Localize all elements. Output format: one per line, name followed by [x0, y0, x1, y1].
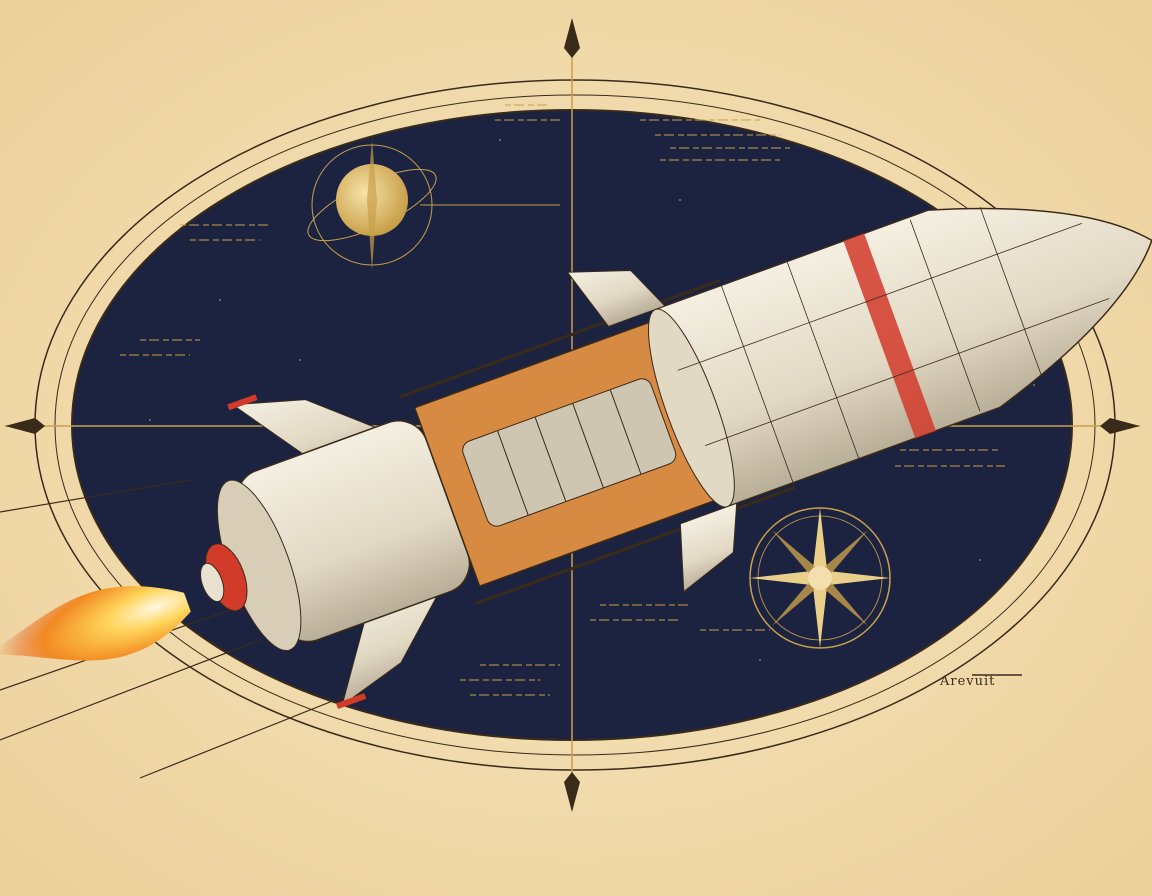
- middle-ring: [54, 94, 1096, 756]
- artist-signature: Arevuit: [940, 674, 996, 689]
- arrowhead-top: [564, 18, 580, 58]
- arrowhead-left: [5, 418, 45, 434]
- planet-diagram: [307, 140, 560, 270]
- arrowhead-right: [1100, 418, 1140, 434]
- arrowhead-bottom: [564, 772, 580, 812]
- exhaust-flame: [0, 586, 191, 661]
- annotation-scribbles: [120, 104, 1035, 696]
- engine-core: [462, 378, 677, 527]
- red-band: [843, 233, 936, 439]
- compass-rose: [749, 507, 891, 649]
- rocket: [0, 207, 1152, 710]
